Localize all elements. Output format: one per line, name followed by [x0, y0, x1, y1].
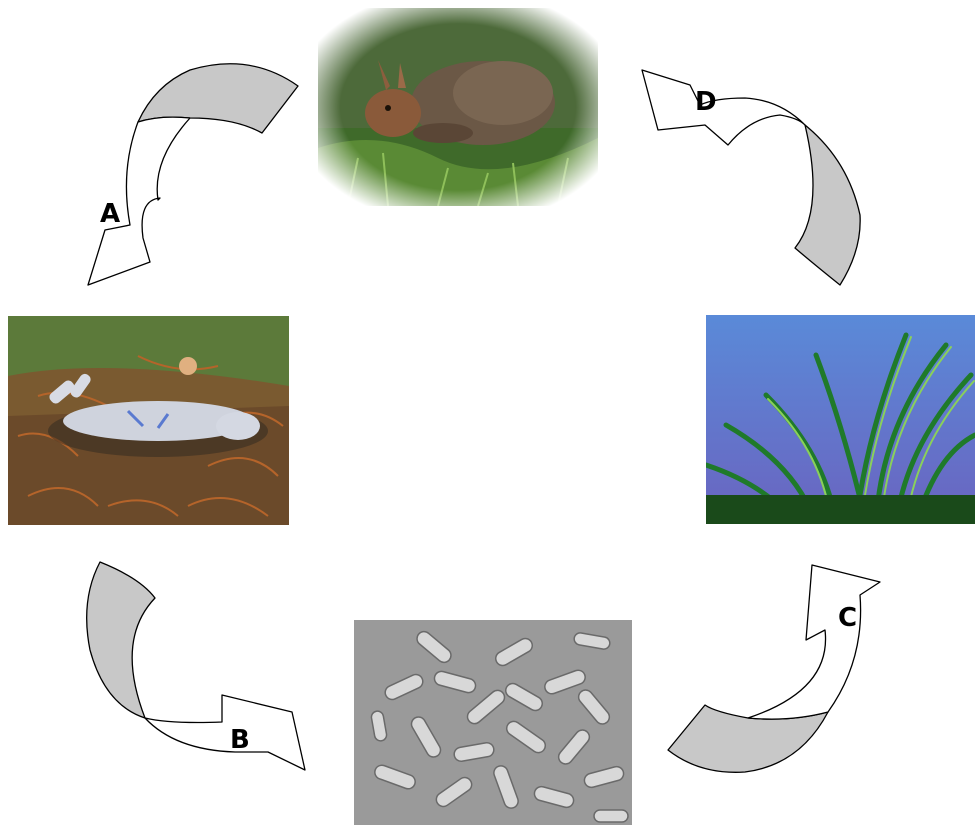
arrow-c: C: [668, 565, 880, 772]
arrow-a: A: [88, 64, 298, 285]
arrow-c-label: C: [838, 603, 857, 633]
arrow-d: D: [642, 70, 860, 285]
arrow-a-label: A: [100, 199, 120, 229]
arrow-d-label: D: [695, 87, 717, 117]
arrow-b: B: [87, 562, 305, 770]
arrow-b-label: B: [230, 725, 250, 755]
